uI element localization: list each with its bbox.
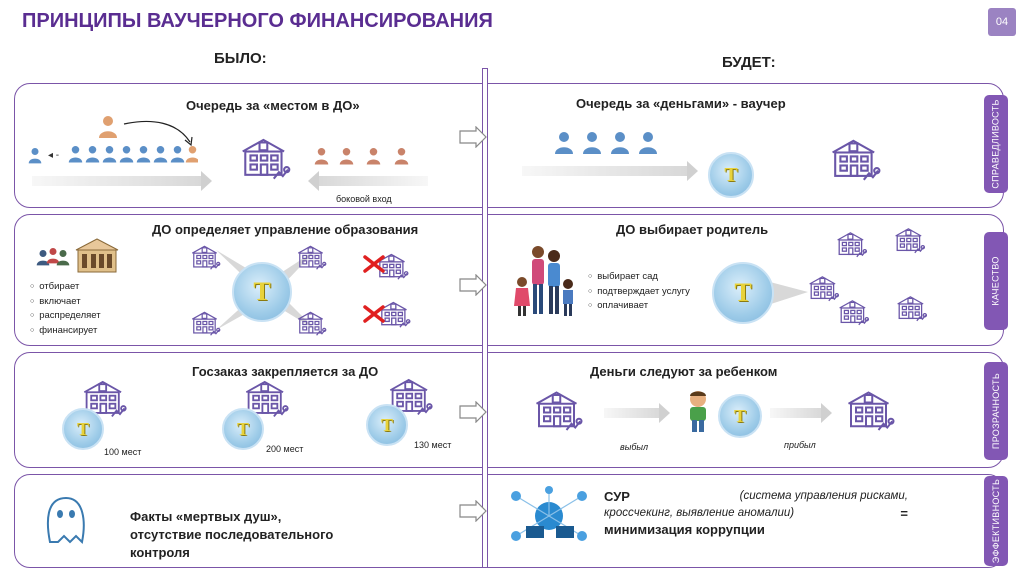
voucher-coin-icon: Т <box>708 152 754 198</box>
kindergarten-building-icon <box>847 391 895 432</box>
ghost-icon <box>46 496 85 545</box>
places-label: 200 мест <box>266 444 304 454</box>
kindergarten-building-icon <box>894 228 926 254</box>
side-label-efficiency: ЭФФЕКТИВНОСТЬ <box>984 476 1008 566</box>
voucher-queue-people-icon <box>555 132 657 154</box>
row2-after-title: ДО выбирает родитель <box>616 222 769 237</box>
row4-before-text: Факты «мертвых душ», отсутствие последов… <box>130 509 334 560</box>
kindergarten-building-icon <box>836 232 868 258</box>
cross-icon <box>363 255 385 273</box>
page-number-badge: 04 <box>988 8 1016 36</box>
budget-coin-icon: Т <box>222 408 264 450</box>
chevron-right-icon <box>459 500 487 522</box>
row-fairness <box>14 83 1004 208</box>
arrived-arrow <box>770 403 832 423</box>
kindergarten-building-icon <box>241 138 291 180</box>
row3-after-title: Деньги следуют за ребенком <box>590 364 778 379</box>
chevron-right-icon <box>459 274 487 296</box>
kindergarten-building-icon <box>838 300 870 326</box>
center-divider <box>482 68 488 568</box>
side-label-fairness: СПРАВЕДЛИВОСТЬ <box>984 95 1008 193</box>
list-item: отбирает <box>30 280 101 295</box>
places-label: 130 мест <box>414 440 452 450</box>
row1-before-title: Очередь за «местом в ДО» <box>186 98 360 113</box>
kindergarten-building-icon <box>808 276 840 302</box>
kindergarten-building-icon <box>297 245 327 270</box>
list-item: финансирует <box>30 324 101 339</box>
row-transparency <box>14 352 1004 468</box>
sur-description-line2: кросcчекинг, выявление аномалии) <box>604 507 795 519</box>
sur-description-line1: (система управления рисками, <box>739 490 908 502</box>
list-item: подтверждает услугу <box>588 285 690 300</box>
budget-coin-icon: Т <box>62 408 104 450</box>
kindergarten-building-icon <box>297 311 327 336</box>
kindergarten-building-icon <box>535 391 583 432</box>
budget-coin-icon: Т <box>366 404 408 446</box>
person-jumping-icon <box>99 116 117 138</box>
voucher-coin-icon: Т <box>718 394 762 438</box>
budget-coin-icon: Т <box>232 262 292 322</box>
chevron-right-icon <box>459 401 487 423</box>
education-department-building-icon <box>75 238 119 273</box>
arrived-label: прибыл <box>784 440 816 450</box>
cross-icon <box>363 305 385 323</box>
voucher-coin-icon: Т <box>712 262 774 324</box>
row1-after-title: Очередь за «деньгами» - ваучер <box>576 96 786 111</box>
column-header-before: БЫЛО: <box>214 50 267 67</box>
kindergarten-building-icon <box>191 245 221 270</box>
row4-after-text: СУР (система управления рисками, кросcче… <box>604 488 908 537</box>
row2-before-list: отбирает включает распределяет финансиру… <box>30 280 101 339</box>
voucher-queue-arrow <box>522 161 698 181</box>
sur-equals: = <box>900 506 908 521</box>
side-entrance-arrow <box>308 171 428 191</box>
row-quality <box>14 214 1004 346</box>
risk-system-network-icon <box>511 486 587 541</box>
officials-icon <box>36 248 70 266</box>
child-icon <box>690 391 706 432</box>
left-label: выбыл <box>620 442 649 452</box>
side-label-quality: КАЧЕСТВО <box>984 232 1008 330</box>
kindergarten-building-icon <box>831 139 881 181</box>
places-label: 100 мест <box>104 447 142 457</box>
list-item: выбирает сад <box>588 270 690 285</box>
side-queue-people-icon <box>314 148 409 165</box>
row-efficiency <box>14 474 1004 568</box>
svg-text:◂ -: ◂ - <box>48 150 59 161</box>
side-entrance-label: боковой вход <box>336 194 392 204</box>
side-label-transparency: ПРОЗРАЧНОСТЬ <box>984 362 1008 460</box>
row2-before-title: ДО определяет управление образования <box>152 222 419 237</box>
family-icon <box>514 246 573 316</box>
chevron-right-icon <box>459 126 487 148</box>
queue-people-icon: ◂ - <box>28 146 198 164</box>
jump-arrow-icon <box>123 120 193 147</box>
queue-arrow <box>32 171 212 191</box>
list-item: оплачивает <box>588 299 690 314</box>
kindergarten-building-icon <box>191 311 221 336</box>
kindergarten-building-icon <box>896 296 928 322</box>
sur-title: СУР <box>604 489 630 504</box>
list-item: включает <box>30 295 101 310</box>
left-arrow <box>604 403 670 423</box>
page-title: ПРИНЦИПЫ ВАУЧЕРНОГО ФИНАНСИРОВАНИЯ <box>22 10 493 32</box>
row2-after-list: выбирает сад подтверждает услугу оплачив… <box>588 270 690 314</box>
column-header-after: БУДЕТ: <box>722 54 776 71</box>
sur-result: минимизация коррупции <box>604 522 765 537</box>
row3-before-title: Госзаказ закрепляется за ДО <box>192 364 379 379</box>
list-item: распределяет <box>30 309 100 324</box>
